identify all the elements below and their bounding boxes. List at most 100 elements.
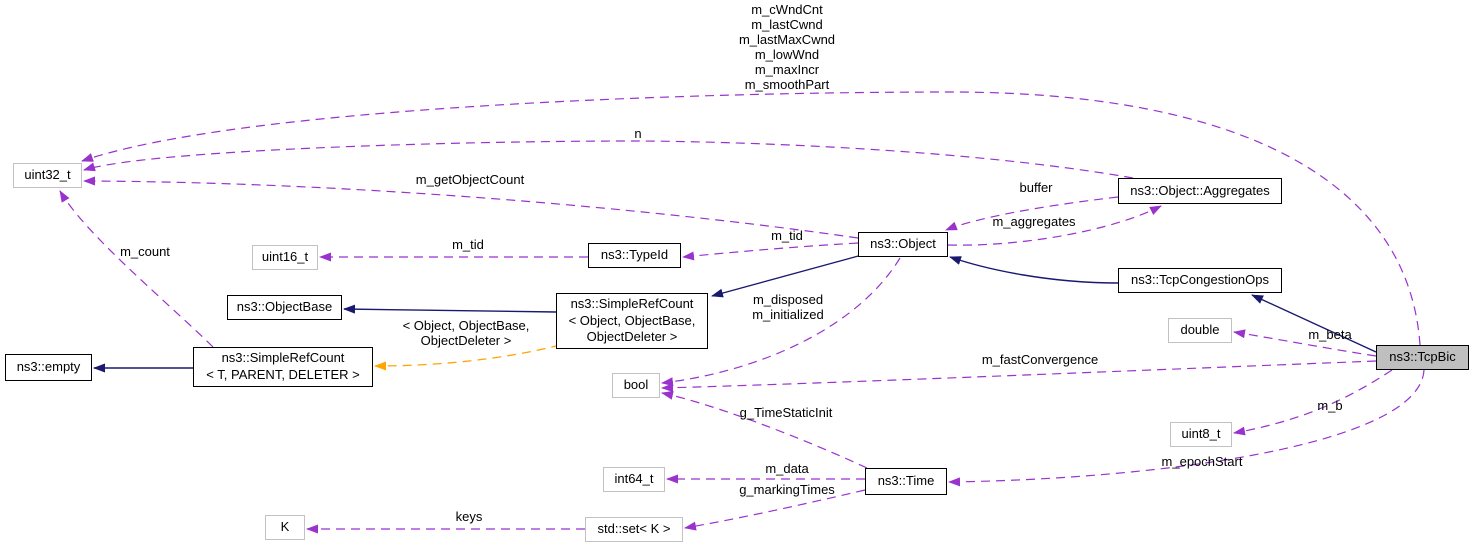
edge-simplerefcount-object-to-objectbase xyxy=(343,304,557,314)
node-label-line: uint16_t xyxy=(261,249,309,265)
edge-label-line: m_tid xyxy=(452,237,484,252)
node-label-line: ns3::Object xyxy=(870,236,936,252)
edge-label-e5: m_tid xyxy=(452,237,484,252)
node-std-set-k: std::set< K > xyxy=(585,517,683,542)
edge-object-to-aggregates xyxy=(947,205,1162,246)
edge-aggregates-to-object xyxy=(945,196,1119,231)
node-double: double xyxy=(1168,318,1232,343)
edge-label-line: m_beta xyxy=(1308,327,1352,342)
node-label-line: uint32_t xyxy=(24,167,71,183)
edge-object-to-simplerefcount-object xyxy=(711,254,863,298)
edge-tcpbic-to-double xyxy=(1233,329,1377,357)
edge-aggregates-to-uint32_t xyxy=(83,140,1134,179)
edge-label-line: m_tid xyxy=(771,228,803,243)
edge-label-e7: buffer xyxy=(1019,180,1052,195)
node-bool: bool xyxy=(612,373,660,398)
edge-label-e12: m_beta xyxy=(1308,327,1351,342)
edge-label-line: m_b xyxy=(1317,398,1343,413)
edge-label-line: g_TimeStaticInit xyxy=(739,405,833,420)
edge-label-line: m_getObjectCount xyxy=(415,172,525,187)
node-label-line: ns3::SimpleRefCount xyxy=(570,295,694,311)
node-label-line: double xyxy=(1180,322,1220,338)
edge-tcpbic-to-time xyxy=(948,369,1425,487)
edge-label-line: m_data xyxy=(765,461,809,476)
node-k: K xyxy=(265,515,305,540)
edge-tcpcongestionops-to-object xyxy=(949,256,1119,284)
edge-label-line: m_lowWnd xyxy=(754,47,820,62)
node-tcpcongestionops[interactable]: ns3::TcpCongestionOps xyxy=(1118,268,1282,293)
edge-label-e3: m_getObjectCount xyxy=(416,172,524,187)
node-label-line: int64_t xyxy=(614,471,654,487)
edge-label-e13: m_b xyxy=(1317,398,1342,413)
edge-label-line: m_epochStart xyxy=(1161,454,1243,469)
node-label-line: ns3::Object::Aggregates xyxy=(1130,182,1270,198)
node-label-line: ns3::Time xyxy=(877,473,935,489)
node-objectbase[interactable]: ns3::ObjectBase xyxy=(227,295,342,320)
node-label-line: < Object, ObjectBase, xyxy=(568,312,696,328)
edge-label-line: m_cWndCnt xyxy=(751,2,823,17)
edge-tcpbic-to-bool xyxy=(661,360,1377,393)
edge-label-line: g_markingTimes xyxy=(739,482,835,497)
edge-label-e16: g_markingTimes xyxy=(739,482,835,497)
edge-label-line: buffer xyxy=(1019,180,1053,195)
edge-label-line: m_maxIncr xyxy=(754,62,820,77)
edge-label-line: keys xyxy=(455,509,483,524)
edge-simplerefcount-t-to-uint32_t xyxy=(59,190,214,348)
node-label-line: ns3::TypeId xyxy=(600,247,669,263)
edge-label-e17: keys xyxy=(456,509,483,524)
node-label-line: < T, PARENT, DELETER > xyxy=(206,367,360,382)
edge-label-line: n xyxy=(634,126,642,141)
edge-label-e4: m_count xyxy=(120,244,170,259)
node-label-line: ns3::empty xyxy=(16,359,81,375)
edge-label-line: m_smoothPart xyxy=(744,77,830,92)
edge-object-to-typeid xyxy=(682,242,859,261)
edge-time-to-bool xyxy=(661,390,868,469)
edge-label-line: m_lastCwnd xyxy=(751,17,823,32)
node-simplerefcount-t[interactable]: ns3::SimpleRefCount< T, PARENT, DELETER … xyxy=(193,347,373,387)
edge-time-to-std-set-k xyxy=(684,489,866,531)
edge-label-e2: n xyxy=(634,126,641,141)
node-object[interactable]: ns3::Object xyxy=(858,232,948,257)
node-simplerefcount-object[interactable]: ns3::SimpleRefCount< Object, ObjectBase,… xyxy=(556,293,708,349)
node-empty[interactable]: ns3::empty xyxy=(5,354,92,381)
edge-label-e11: g_TimeStaticInit xyxy=(740,405,833,420)
node-uint32_t: uint32_t xyxy=(13,163,82,188)
edge-label-e10: m_fastConvergence xyxy=(982,352,1098,367)
edge-object-to-uint32_t xyxy=(83,176,859,239)
edge-label-line: m_initialized xyxy=(752,307,824,322)
edge-label-line: m_aggregates xyxy=(992,214,1076,229)
node-label-line: ns3::ObjectBase xyxy=(236,299,333,315)
edge-label-e15: m_data xyxy=(765,461,808,476)
node-int64_t: int64_t xyxy=(603,467,665,492)
edge-tcpbic-to-uint32_t xyxy=(81,91,1421,346)
edge-tcpbic-to-tcpcongestionops xyxy=(1251,294,1377,353)
edge-label-line: m_lastMaxCwnd xyxy=(738,32,836,47)
edge-label-line: m_disposed xyxy=(752,292,824,307)
node-label-line: uint8_t xyxy=(1181,426,1221,442)
node-tcpbic: ns3::TcpBic xyxy=(1376,345,1469,370)
node-uint16_t: uint16_t xyxy=(252,245,318,270)
node-aggregates[interactable]: ns3::Object::Aggregates xyxy=(1118,178,1282,204)
node-label-line: K xyxy=(280,519,290,535)
edge-label-line: < Object, ObjectBase, xyxy=(402,318,530,333)
edge-tcpbic-to-uint8_t xyxy=(1233,369,1393,436)
node-label-line: std::set< K > xyxy=(597,521,671,537)
node-label-line: ObjectDeleter > xyxy=(586,329,678,345)
edge-label-line: m_fastConvergence xyxy=(981,352,1099,367)
edge-label-e6: m_tid xyxy=(771,228,803,243)
edge-label-e8: m_aggregates xyxy=(992,214,1075,229)
node-time[interactable]: ns3::Time xyxy=(865,468,947,495)
edge-label-e14: m_epochStart xyxy=(1162,454,1243,469)
node-label-line: ns3::TcpBic xyxy=(1389,349,1456,365)
edge-label-e23: < Object, ObjectBase,ObjectDeleter > xyxy=(403,318,530,348)
edge-simplerefcount-object-to-simplerefcount-t xyxy=(374,344,561,371)
edge-label-line: ObjectDeleter > xyxy=(420,333,512,348)
node-typeid[interactable]: ns3::TypeId xyxy=(588,243,681,268)
node-uint8_t: uint8_t xyxy=(1170,422,1232,447)
node-label-line: ns3::TcpCongestionOps xyxy=(1130,272,1270,288)
node-label-line: bool xyxy=(623,377,649,393)
